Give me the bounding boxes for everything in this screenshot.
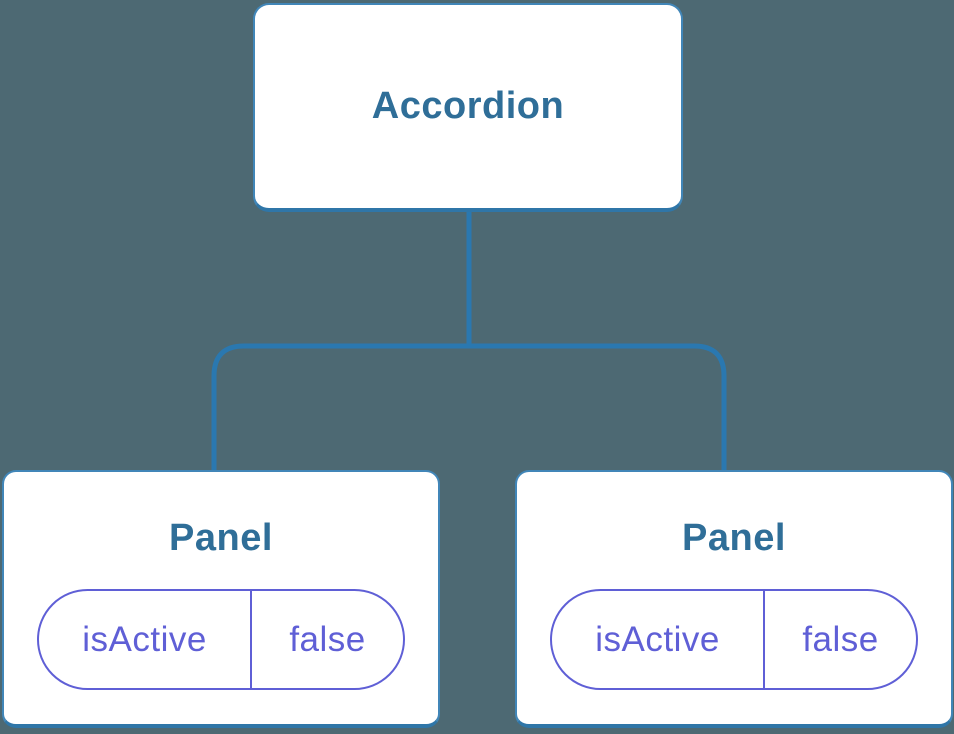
- panel-node-left: Panel isActive false: [2, 470, 440, 728]
- accordion-node: Accordion: [253, 3, 683, 212]
- state-value: false: [802, 619, 879, 659]
- panel-node-label: Panel: [169, 517, 273, 559]
- pill-divider: [250, 591, 253, 689]
- children-bracket-line: [211, 343, 727, 472]
- state-pill: isActive false: [37, 589, 405, 691]
- state-pill: isActive false: [550, 589, 918, 691]
- pill-divider: [763, 591, 766, 689]
- state-key: isActive: [82, 619, 207, 659]
- panel-node-label: Panel: [682, 517, 786, 559]
- state-key: isActive: [595, 619, 720, 659]
- accordion-node-label: Accordion: [371, 84, 565, 127]
- panel-node-right: Panel isActive false: [515, 470, 953, 728]
- state-value: false: [289, 619, 366, 659]
